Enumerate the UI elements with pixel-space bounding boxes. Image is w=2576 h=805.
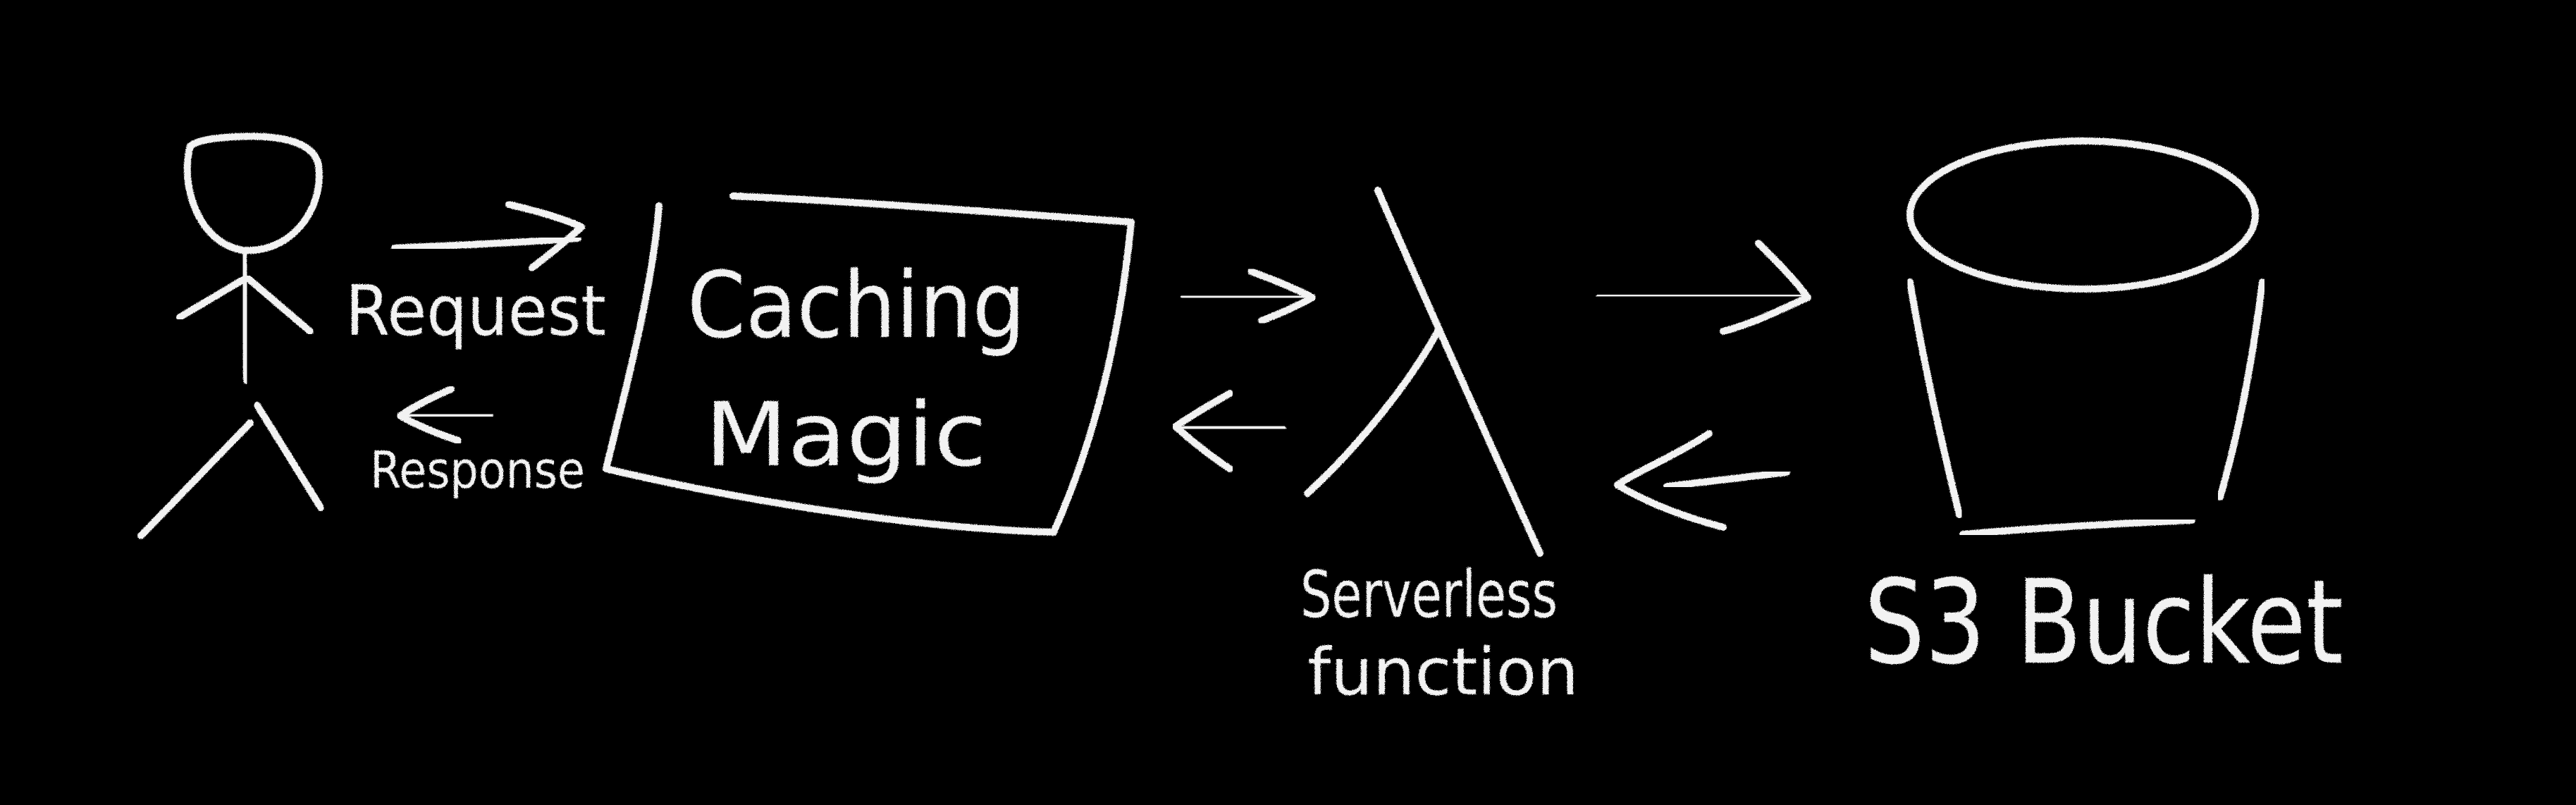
lambda-icon xyxy=(1304,187,1543,557)
user-arm-left xyxy=(176,275,249,321)
forward-arrow-icon xyxy=(1181,268,1316,324)
response-arrow-icon xyxy=(397,386,493,444)
caching-magic-label-line2: Magic xyxy=(705,384,987,486)
serverless-label-line2: function xyxy=(1307,634,1579,710)
user-head xyxy=(183,133,323,254)
user-arm-right xyxy=(245,275,314,335)
back-arrow-icon xyxy=(1172,390,1286,472)
request-label: Request xyxy=(345,271,606,352)
s3-bucket-left-side xyxy=(1906,278,1963,518)
lambda-to-s3-arrow-icon xyxy=(1596,240,1811,335)
s3-to-lambda-arrow-icon xyxy=(1614,430,1790,531)
user-leg-left xyxy=(137,419,254,539)
s3-bucket-bottom xyxy=(1959,517,2195,538)
caching-magic-label-line1: Caching xyxy=(687,252,1025,359)
request-arrow-icon xyxy=(391,201,585,271)
user-leg-right xyxy=(254,402,324,511)
user-stick-figure-icon xyxy=(137,133,324,539)
s3-bucket-icon xyxy=(1906,137,2266,538)
response-label: Response xyxy=(370,441,585,500)
serverless-label-line1: Serverless xyxy=(1300,557,1558,632)
s3-bucket-right-side xyxy=(2217,278,2266,500)
s3-bucket-top xyxy=(1906,137,2259,293)
caching-magic-box xyxy=(603,192,1135,536)
s3-bucket-label: S3 Bucket xyxy=(1864,555,2343,690)
user-body xyxy=(240,247,250,384)
